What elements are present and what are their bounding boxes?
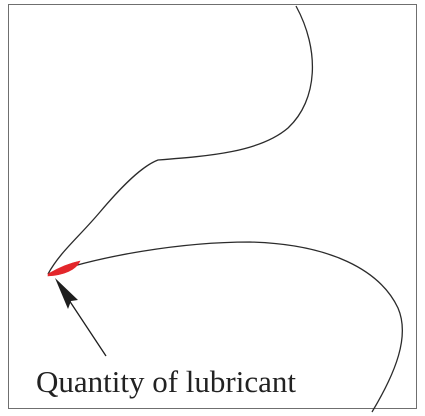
lower-surface-curve <box>47 241 403 413</box>
upper-surface-curve <box>47 5 313 275</box>
figure-frame <box>8 4 417 409</box>
lubricant-film <box>47 260 81 277</box>
lubricant-label: Quantity of lubricant <box>36 364 296 399</box>
pointer-arrow-head <box>55 278 78 309</box>
